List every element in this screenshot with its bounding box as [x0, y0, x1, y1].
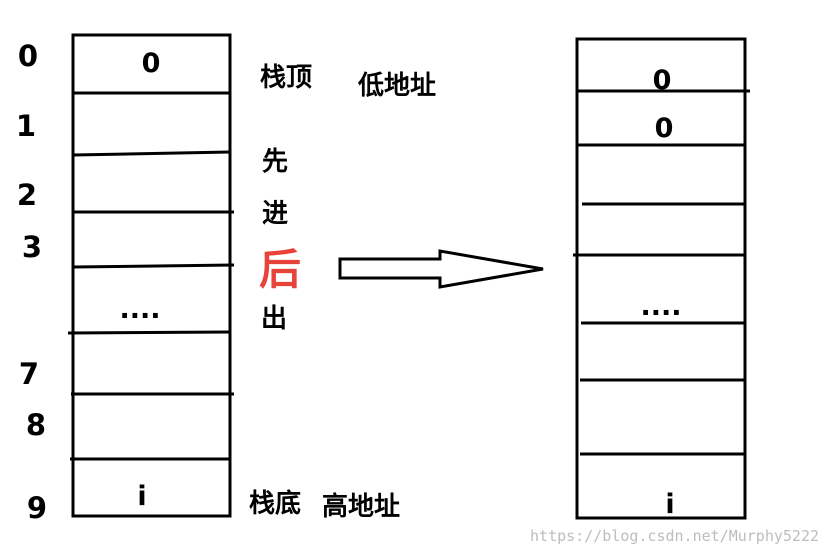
- right-bottom-cell-value: i: [665, 489, 674, 520]
- right-stack: 0 0 .... i: [573, 37, 750, 520]
- high-address-label: 高地址: [322, 491, 400, 522]
- right-arrow-icon: [338, 249, 544, 289]
- index-label: 7: [19, 357, 39, 391]
- low-address-label: 低地址: [357, 71, 436, 101]
- index-label: 1: [16, 109, 36, 143]
- left-stack-divider: [67, 330, 231, 335]
- index-label: 8: [26, 408, 46, 442]
- order-char-last-highlight: 后: [259, 245, 301, 294]
- right-cell-value: 0: [655, 113, 674, 144]
- watermark-url: https://blog.csdn.net/Murphy5222: [530, 527, 819, 545]
- index-labels: 0 1 2 3 7 8 9: [16, 39, 47, 525]
- index-label: 0: [18, 39, 38, 73]
- left-stack-divider: [72, 150, 231, 157]
- stack-bottom-label: 栈底: [249, 488, 301, 519]
- left-stack: 0 .... i: [67, 33, 235, 518]
- order-char-first: 先: [262, 147, 288, 177]
- left-stack-divider: [72, 263, 235, 269]
- left-top-cell-value: 0: [142, 48, 161, 79]
- index-label: 2: [17, 178, 37, 212]
- index-label: 9: [27, 491, 47, 525]
- index-label: 3: [22, 230, 42, 264]
- left-ellipsis: ....: [119, 294, 160, 325]
- left-stack-frame: [71, 33, 232, 518]
- right-cell-value: 0: [653, 65, 672, 96]
- stack-top-label: 栈顶: [260, 63, 312, 93]
- annotations: 栈顶 低地址 先 进 后 出 栈底 高地址: [249, 63, 436, 522]
- right-stack-frame: [575, 37, 747, 520]
- right-ellipsis: ....: [640, 291, 681, 322]
- left-bottom-cell-value: i: [137, 481, 146, 512]
- order-char-in: 进: [262, 199, 288, 229]
- order-char-out: 出: [261, 304, 287, 334]
